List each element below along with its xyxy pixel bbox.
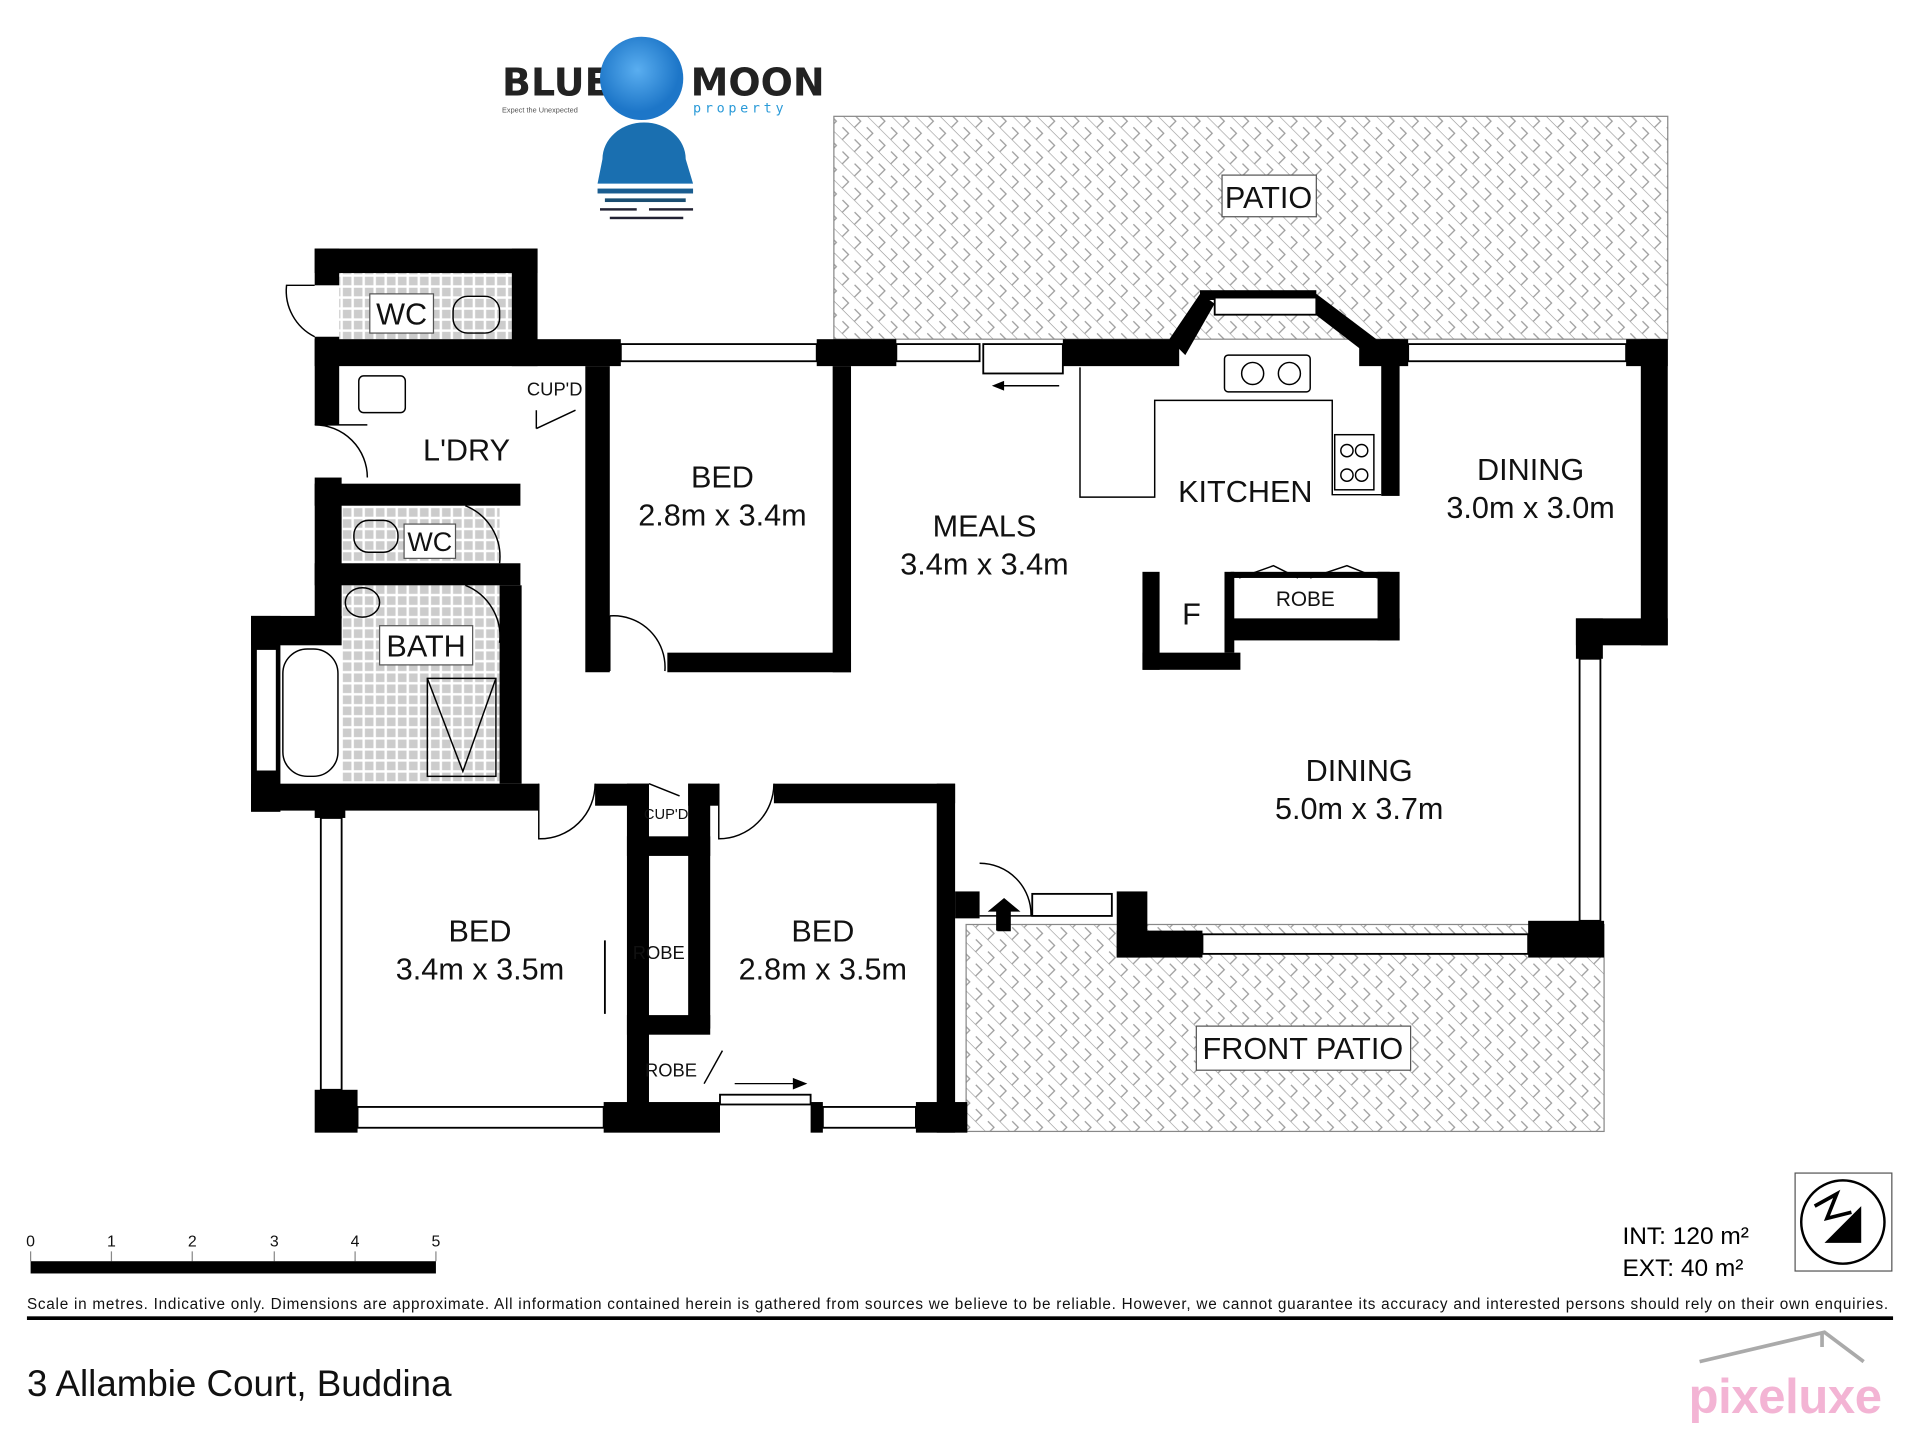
blue-moon-logo: BLUE MOON property Expect the Unexpected xyxy=(502,36,825,220)
pixeluxe-logo: pixeluxe xyxy=(1689,1330,1882,1424)
dining2-dims: 5.0m x 3.7m xyxy=(1275,792,1443,826)
front-patio-label: FRONT PATIO xyxy=(1203,1032,1404,1066)
scale-tick-2: 2 xyxy=(188,1234,197,1251)
cupd1-label: CUP'D xyxy=(527,379,583,400)
scale-tick-1: 1 xyxy=(107,1234,116,1251)
dining1-name: DINING xyxy=(1477,453,1584,487)
bath-label: BATH xyxy=(386,629,465,663)
scale-bar: 0 1 2 3 4 5 xyxy=(26,1234,440,1274)
cupd2-label: CUP'D xyxy=(644,807,688,823)
logo-word-moon: MOON xyxy=(691,61,825,105)
fixtures xyxy=(282,295,1382,778)
bed3-dims: 2.8m x 3.5m xyxy=(739,953,907,987)
scale-tick-3: 3 xyxy=(270,1234,279,1251)
bed2-name: BED xyxy=(449,915,512,949)
robe1-label: ROBE xyxy=(1276,588,1335,611)
dining2-name: DINING xyxy=(1306,754,1413,788)
bed1-name: BED xyxy=(691,460,754,494)
bed1-dims: 2.8m x 3.4m xyxy=(638,498,806,532)
bed3-name: BED xyxy=(791,915,854,949)
doors xyxy=(285,284,1378,1085)
bed2-dims: 3.4m x 3.5m xyxy=(396,953,564,987)
external-area: EXT: 40 m² xyxy=(1622,1255,1743,1282)
divider xyxy=(26,1316,1894,1320)
moon-reflection-icon xyxy=(597,122,694,220)
logo-sub: property xyxy=(693,102,787,117)
robe2-label: ROBE xyxy=(633,942,685,963)
property-address: 3 Allambie Court, Buddina xyxy=(27,1363,452,1404)
disclaimer: Scale in metres. Indicative only. Dimens… xyxy=(27,1296,1888,1313)
fridge-label: F xyxy=(1182,597,1201,631)
arrow-icon xyxy=(603,380,1021,1090)
north-compass-icon xyxy=(1794,1172,1893,1272)
wc1-label: WC xyxy=(376,297,427,331)
logo-tagline: Expect the Unexpected xyxy=(502,106,578,115)
patio-label: PATIO xyxy=(1225,181,1312,215)
logo-word-blue: BLUE xyxy=(502,61,610,105)
moon-icon xyxy=(600,36,684,120)
laundry-label: L'DRY xyxy=(423,433,510,467)
pixeluxe-text: pixeluxe xyxy=(1689,1370,1882,1424)
meals-dims: 3.4m x 3.4m xyxy=(900,547,1068,581)
wc2-label: WC xyxy=(407,527,452,557)
scale-tick-5: 5 xyxy=(431,1234,440,1251)
kitchen-label: KITCHEN xyxy=(1178,475,1312,509)
meals-name: MEALS xyxy=(933,509,1037,543)
walls xyxy=(251,248,1668,1133)
windows xyxy=(254,296,1628,1129)
internal-area: INT: 120 m² xyxy=(1622,1223,1748,1250)
scale-tick-4: 4 xyxy=(351,1234,360,1251)
robe3-label: ROBE xyxy=(645,1059,697,1080)
scale-tick-0: 0 xyxy=(26,1234,35,1251)
dining1-dims: 3.0m x 3.0m xyxy=(1446,491,1614,525)
